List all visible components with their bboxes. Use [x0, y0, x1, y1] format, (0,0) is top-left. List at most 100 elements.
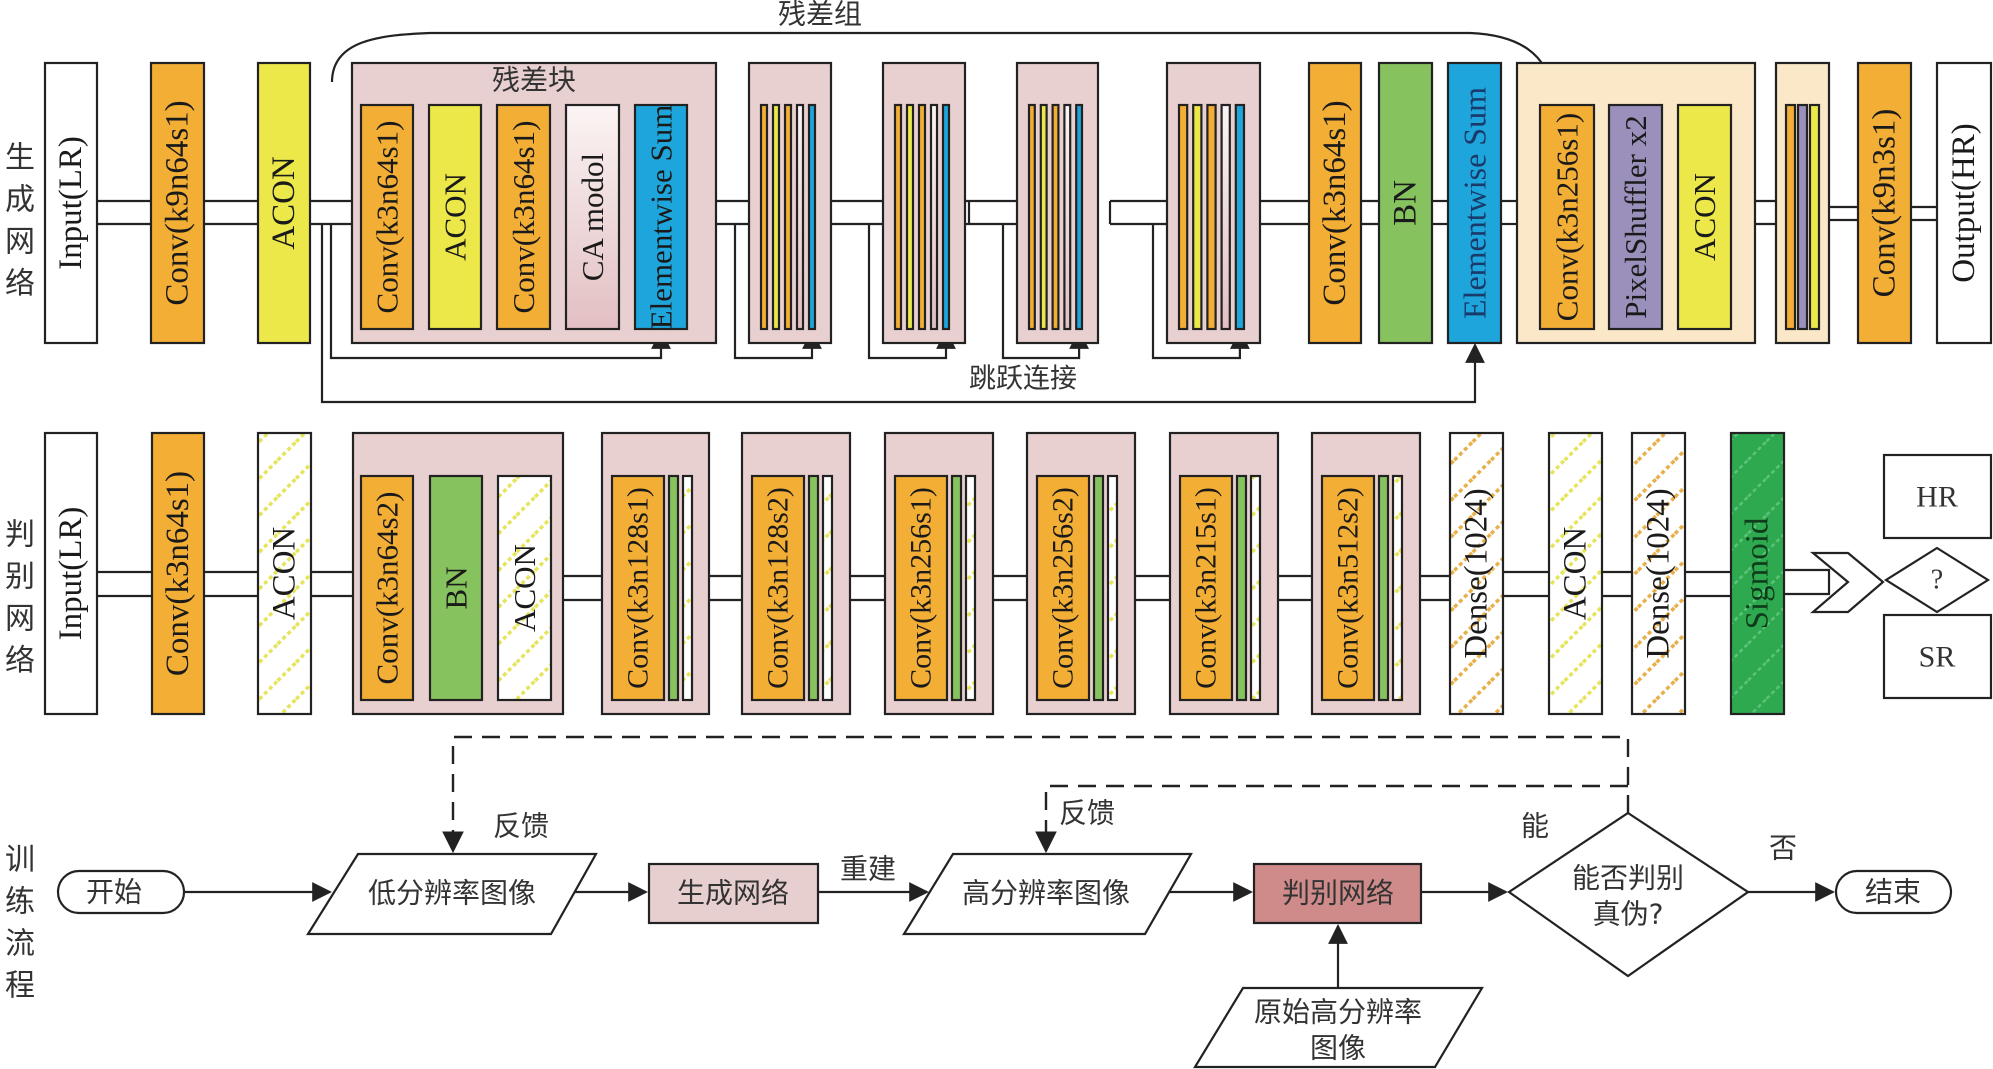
- disc-conv-block-acon: [821, 474, 834, 702]
- rb-conv2-label: Conv(k3n64s1): [506, 121, 541, 314]
- row-label-training: 程: [5, 969, 35, 1004]
- disc-conv-block-conv: [1178, 474, 1234, 702]
- row-label-generator: 网: [5, 225, 35, 260]
- mini-layer: [1177, 103, 1189, 331]
- mini-skip-connection: [1001, 224, 1089, 360]
- gen-conv1-label: Conv(k9n64s1): [160, 100, 196, 305]
- mini-upsample-layer: [1784, 103, 1797, 331]
- text-layer: 生成网络 残差组 Input(LR) Conv(k9n64s1) ACON 残差块 Conv…: [5, 0, 1982, 1065]
- up-pixelshuffle: [1607, 103, 1664, 331]
- disc-acon1-label: ACON: [267, 527, 303, 621]
- rb-skip-connection: [329, 224, 671, 360]
- rb-acon-label: ACON: [438, 173, 473, 261]
- disc-input-label: Input(LR): [53, 507, 89, 641]
- decision-label-1: 能否判别: [1572, 862, 1684, 895]
- up-acon: [1676, 103, 1733, 331]
- disc-dense1-label: Dense(1024): [1459, 488, 1495, 658]
- mini-layer: [1027, 103, 1036, 331]
- mini-layer: [1206, 103, 1217, 331]
- end-terminal: [1834, 869, 1953, 915]
- gen-acon1-label: ACON: [266, 156, 302, 250]
- disc-conv-block-conv: [1320, 474, 1376, 702]
- gen-conv-out-label: Conv(k9n3s1): [1867, 109, 1903, 298]
- feedback-label-1: 反馈: [493, 810, 549, 843]
- decision-label-2: 真伪?: [1593, 898, 1664, 931]
- disc-acon2: [1547, 431, 1604, 716]
- disc-conv1: [150, 431, 206, 716]
- rb-conv1: [359, 103, 415, 331]
- mini-layer: [1075, 103, 1084, 331]
- sr-box: [1882, 613, 1993, 700]
- disc-acon2-label: ACON: [1558, 527, 1594, 621]
- mini-layer: [893, 103, 903, 331]
- disc-conv-block-acon: [1249, 474, 1262, 702]
- disc-conv-block-acon: [964, 474, 977, 702]
- up-pixelshuffle-label: PixelShuffler x2: [1618, 115, 1653, 319]
- original-hr-label-2: 图像: [1310, 1032, 1366, 1065]
- mini-layer: [795, 103, 805, 331]
- gen-conv2-label: Conv(k3n64s1): [1317, 100, 1353, 305]
- end-label: 结束: [1865, 876, 1921, 909]
- disc-block-bn: [428, 474, 484, 702]
- disc-conv-block-bn: [807, 474, 820, 702]
- gen-output: [1935, 61, 1993, 345]
- gen-bn: [1377, 61, 1434, 345]
- rb-sum: [633, 103, 689, 331]
- row-label-generator: 络: [5, 267, 35, 302]
- gen-conv2: [1307, 61, 1363, 345]
- skip-connection-label: 跳跃连接: [969, 364, 1077, 395]
- output-chevron-icon: [1809, 551, 1885, 614]
- disc-conv-block-conv-label: Conv(k3n215s1): [1190, 487, 1223, 689]
- mini-layer: [1051, 103, 1060, 331]
- residual-block-label: 残差块: [492, 64, 576, 97]
- row-label-discriminator: 判: [5, 518, 35, 553]
- rb-acon: [427, 103, 483, 331]
- disc-conv-block-acon: [1391, 474, 1404, 702]
- disc-conv-block-conv: [893, 474, 949, 702]
- mini-layer: [807, 103, 817, 331]
- mini-layer: [759, 103, 769, 331]
- mini-layer: [917, 103, 927, 331]
- rb-ca-label: CA modol: [575, 153, 610, 281]
- disc-dense2-label: Dense(1024): [1641, 488, 1677, 658]
- rb-conv1-label: Conv(k3n64s1): [370, 121, 405, 314]
- disc-conv-block-bn: [950, 474, 963, 702]
- disc-dense2: [1630, 431, 1687, 716]
- disc-block-acon: [496, 474, 553, 702]
- mini-skip-connection: [733, 224, 822, 360]
- hr-image-label: 高分辨率图像: [962, 877, 1130, 910]
- row-label-training: 练: [5, 885, 35, 920]
- disc-conv-block-bn: [1377, 474, 1390, 702]
- sr-label: SR: [1919, 641, 1956, 674]
- mini-upsample-layer: [1808, 103, 1821, 331]
- row-label-training: 训: [5, 843, 35, 878]
- disc-acon1: [256, 431, 313, 716]
- row-label-discriminator: 别: [5, 560, 35, 595]
- start-label: 开始: [86, 876, 142, 909]
- question-mark: ?: [1931, 565, 1943, 596]
- reconstruct-label: 重建: [840, 853, 896, 886]
- original-hr-label-1: 原始高分辨率: [1254, 996, 1422, 1029]
- no-label: 否: [1769, 832, 1797, 865]
- mini-layer: [771, 103, 781, 331]
- disc-block-conv-label: Conv(k3n64s2): [370, 492, 405, 685]
- disc-sigmoid-label: Sigmoid: [1740, 517, 1776, 629]
- yes-label: 能: [1521, 810, 1549, 843]
- disc-block-bn-label: BN: [439, 566, 474, 609]
- hr-label: HR: [1916, 481, 1958, 514]
- residual-group-bracket: [330, 31, 1554, 93]
- disc-conv-block-conv-label: Conv(k3n512s2): [1332, 487, 1365, 689]
- train-generator-label: 生成网络: [677, 877, 789, 910]
- gen-input-label: Input(LR): [53, 136, 89, 270]
- mini-layer: [783, 103, 793, 331]
- residual-group-label: 残差组: [778, 0, 862, 31]
- mini-skip-connection: [1151, 224, 1250, 360]
- disc-conv1-label: Conv(k3n64s1): [160, 471, 196, 676]
- row-label-discriminator: 网: [5, 602, 35, 637]
- disc-conv-block-bn: [667, 474, 680, 702]
- mini-upsample-layer: [1796, 103, 1809, 331]
- global-skip-connection: [320, 224, 1485, 404]
- disc-dense1: [1448, 431, 1505, 716]
- gen-input: [43, 61, 99, 345]
- train-discriminator-label: 判别网络: [1282, 877, 1394, 910]
